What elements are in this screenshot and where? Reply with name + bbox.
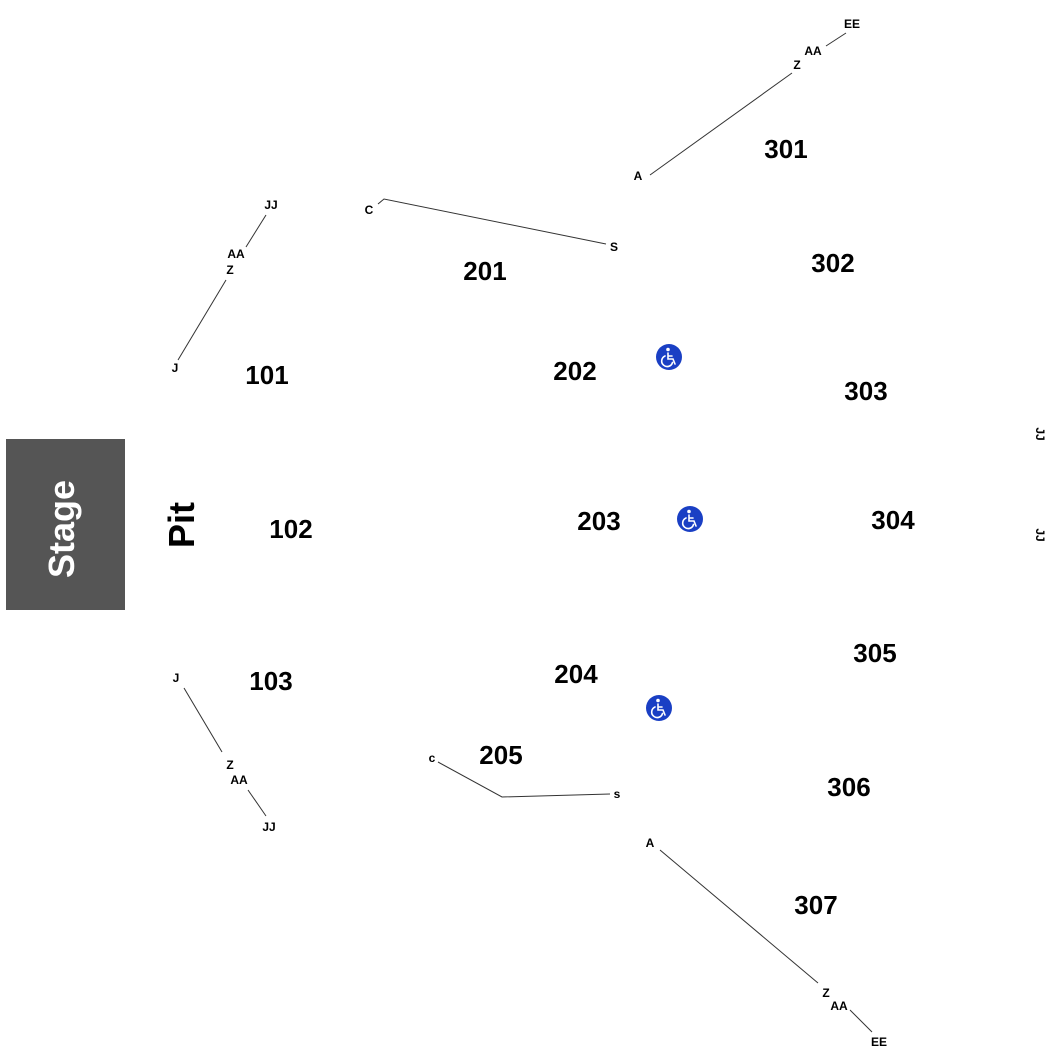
row-label: Z bbox=[226, 758, 233, 772]
wheelchair-icon-body bbox=[667, 352, 676, 365]
row-label: S bbox=[610, 240, 618, 254]
stage[interactable]: Stage bbox=[6, 439, 125, 610]
wheelchair-icon-body bbox=[688, 514, 697, 527]
row-label: A bbox=[634, 169, 643, 183]
section-303[interactable]: 303 bbox=[844, 376, 887, 406]
pit-label[interactable]: Pit bbox=[161, 502, 202, 548]
wheelchair-icon-wheel bbox=[681, 517, 695, 530]
row-line-103-upper bbox=[183, 687, 223, 753]
stage-block bbox=[6, 439, 125, 610]
section-302[interactable]: 302 bbox=[811, 248, 854, 278]
row-line-307-bottom bbox=[849, 1009, 873, 1033]
row-label: AA bbox=[830, 999, 848, 1013]
row-line-307-main bbox=[659, 849, 819, 984]
row-line-205 bbox=[437, 761, 611, 798]
row-label: EE bbox=[871, 1035, 887, 1049]
wheelchair-icon[interactable] bbox=[677, 506, 703, 532]
row-label: AA bbox=[804, 44, 822, 58]
section-205[interactable]: 205 bbox=[479, 740, 522, 770]
row-line-101-lower bbox=[177, 279, 227, 361]
section-101[interactable]: 101 bbox=[245, 360, 288, 390]
section-307[interactable]: 307 bbox=[794, 890, 837, 920]
wheelchair-icon-wheel bbox=[660, 355, 674, 368]
section-204[interactable]: 204 bbox=[554, 659, 598, 689]
wheelchair-icon[interactable] bbox=[646, 695, 672, 721]
row-label: Z bbox=[793, 58, 800, 72]
row-label: JJ bbox=[264, 198, 277, 212]
wheelchair-icon-head bbox=[666, 347, 670, 352]
row-label: AA bbox=[227, 247, 245, 261]
section-306[interactable]: 306 bbox=[827, 772, 870, 802]
row-label: EE bbox=[844, 17, 860, 31]
wheelchair-icon-head bbox=[656, 698, 660, 703]
section-201[interactable]: 201 bbox=[463, 256, 506, 286]
row-label: Z bbox=[822, 986, 829, 1000]
row-label: AA bbox=[230, 773, 248, 787]
section-304[interactable]: 304 bbox=[871, 505, 915, 535]
row-line-301-top bbox=[825, 32, 847, 47]
section-102[interactable]: 102 bbox=[269, 514, 312, 544]
row-label: JJ bbox=[1033, 528, 1047, 541]
section-301[interactable]: 301 bbox=[764, 134, 807, 164]
wheelchair-icon-head bbox=[687, 509, 691, 514]
row-line-101-upper bbox=[245, 214, 267, 248]
row-label: A bbox=[646, 836, 655, 850]
row-label: s bbox=[614, 787, 621, 801]
row-label: Z bbox=[226, 263, 233, 277]
stage-label: Stage bbox=[41, 480, 82, 578]
wheelchair-icon-body bbox=[657, 703, 666, 716]
row-line-103-lower bbox=[247, 789, 267, 817]
row-label: JJ bbox=[262, 820, 275, 834]
row-label: J bbox=[172, 361, 179, 375]
wheelchair-icon-wheel bbox=[650, 706, 664, 719]
row-label: c bbox=[429, 751, 436, 765]
row-line-201 bbox=[377, 198, 607, 245]
wheelchair-icon[interactable] bbox=[656, 344, 682, 370]
row-line-301-main bbox=[649, 72, 793, 176]
section-305[interactable]: 305 bbox=[853, 638, 896, 668]
section-103[interactable]: 103 bbox=[249, 666, 292, 696]
row-label: JJ bbox=[1033, 427, 1047, 440]
section-203[interactable]: 203 bbox=[577, 506, 620, 536]
row-label: C bbox=[365, 203, 374, 217]
section-202[interactable]: 202 bbox=[553, 356, 596, 386]
row-label: J bbox=[173, 671, 180, 685]
